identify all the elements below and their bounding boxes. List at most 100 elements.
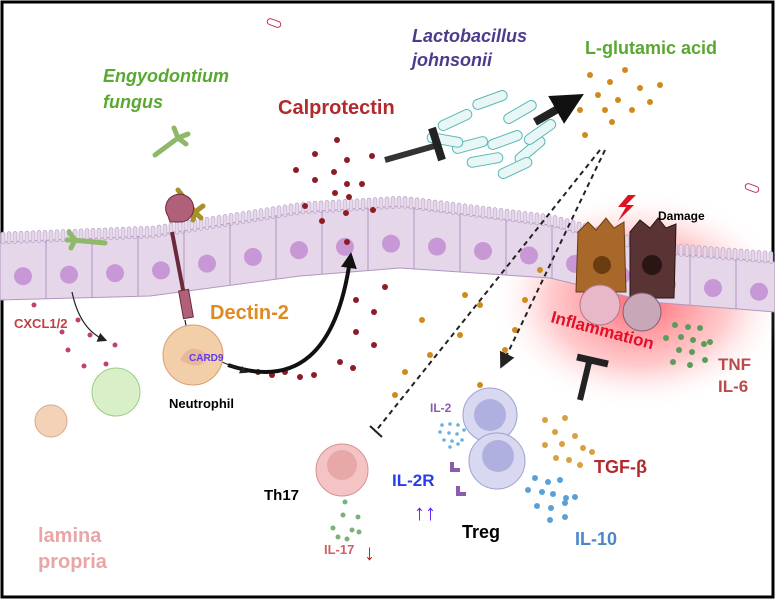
th17-label: Th17	[264, 487, 299, 504]
il10-dot	[545, 479, 551, 485]
microvillus	[396, 195, 402, 209]
il10-dot	[532, 475, 538, 481]
microvillus	[744, 249, 750, 262]
cell-nucleus	[474, 242, 492, 261]
microvillus	[276, 205, 282, 219]
microvillus	[720, 247, 726, 260]
microvillus	[288, 203, 294, 217]
calprotectin-dot	[332, 190, 338, 196]
bacterium-rod	[503, 100, 537, 125]
bacterium-rod	[466, 152, 504, 168]
microvillus	[18, 230, 24, 244]
microvillus	[384, 196, 390, 210]
dectin-2-label: Dectin-2	[210, 302, 289, 324]
calprotectin-dot	[359, 181, 365, 187]
th17-nucleus	[327, 450, 357, 480]
tgfb-dot	[553, 455, 559, 461]
il10-dot	[562, 500, 568, 506]
calprotectin-dot	[350, 365, 356, 371]
microvillus	[768, 251, 774, 264]
microvillus	[306, 201, 312, 214]
fungus-label-line2: fungus	[103, 92, 163, 112]
cxcl-dot	[81, 363, 87, 369]
tnf-dot	[702, 357, 708, 363]
bacterium-rod	[487, 130, 523, 150]
inhibit-bar	[428, 126, 446, 162]
microvillus	[714, 246, 720, 260]
calprotectin-dot	[312, 177, 318, 183]
microvillus	[456, 202, 462, 216]
microvillus	[450, 202, 456, 215]
il10-dot	[562, 514, 568, 520]
microvillus	[108, 227, 114, 240]
cxcl-dot	[59, 329, 65, 335]
lamina-propria-line2: propria	[38, 551, 108, 573]
microvillus	[114, 227, 120, 240]
microvillus	[246, 210, 252, 223]
bacterium-icon	[744, 183, 760, 193]
microvillus	[204, 217, 210, 230]
damage-label: Damage	[658, 209, 705, 223]
bacterium-rod	[497, 157, 533, 179]
inhibit-arrow-calprotectin	[384, 142, 439, 163]
microvillus	[6, 231, 12, 245]
microvillus	[516, 210, 522, 223]
bacterium-label-line1: Lactobacillus	[412, 26, 527, 46]
microvillus	[702, 245, 708, 259]
inhibit-bar-inflammation	[576, 353, 609, 368]
microvillus	[354, 198, 360, 212]
cell-nucleus	[14, 267, 32, 286]
tgfb-dot	[552, 429, 558, 435]
microvillus	[126, 226, 132, 240]
microvillus	[156, 224, 162, 238]
neutrophil-nucleus	[180, 348, 208, 366]
microvillus	[678, 243, 684, 257]
glutamate-dot	[615, 97, 621, 103]
cell-nucleus	[198, 254, 216, 273]
glutamate-dot	[402, 369, 408, 375]
il10-dot	[563, 495, 569, 501]
green-cell	[91, 367, 141, 417]
dectin-2-receptor	[165, 193, 195, 320]
microvillus	[570, 220, 576, 233]
calprotectin-dot	[382, 284, 388, 290]
cell-nucleus	[106, 264, 124, 283]
calprotectin-dot	[312, 151, 318, 157]
microvillus	[498, 208, 504, 221]
tgfb-dot	[566, 457, 572, 463]
tnf-dot	[678, 334, 684, 340]
microvillus	[210, 216, 216, 229]
microvillus	[378, 197, 384, 210]
il10-dot	[525, 487, 531, 493]
microvillus	[132, 226, 138, 240]
arrow-to-glutamate	[533, 94, 584, 126]
molecule-dots	[31, 67, 713, 542]
microvillus	[504, 208, 510, 222]
il-17-down-arrow: ↓	[364, 540, 375, 565]
glutamate-dot	[457, 332, 463, 338]
tgfb-dot	[542, 442, 548, 448]
tnf-label: TNF	[718, 355, 751, 374]
microvillus	[222, 214, 228, 227]
tnf-dot	[685, 324, 691, 330]
glutamate-dot	[512, 327, 518, 333]
glutamate-dot	[477, 302, 483, 308]
microvillus	[528, 211, 534, 225]
tnf-dot	[663, 335, 669, 341]
microvillus	[510, 209, 516, 223]
microvillus	[324, 200, 330, 213]
cell-nucleus	[382, 234, 400, 253]
tgf-beta-label: TGF-β	[594, 457, 647, 477]
il-2r-label: IL-2R	[392, 471, 435, 490]
microvillus	[750, 249, 756, 263]
microvillus	[414, 197, 420, 211]
il10-dot	[534, 503, 540, 509]
microvillus	[486, 206, 492, 220]
microvillus	[120, 226, 126, 240]
glutamate-dot	[609, 119, 615, 125]
microvillus	[432, 199, 438, 213]
tnf-dot	[670, 359, 676, 365]
microvillus	[624, 234, 630, 248]
